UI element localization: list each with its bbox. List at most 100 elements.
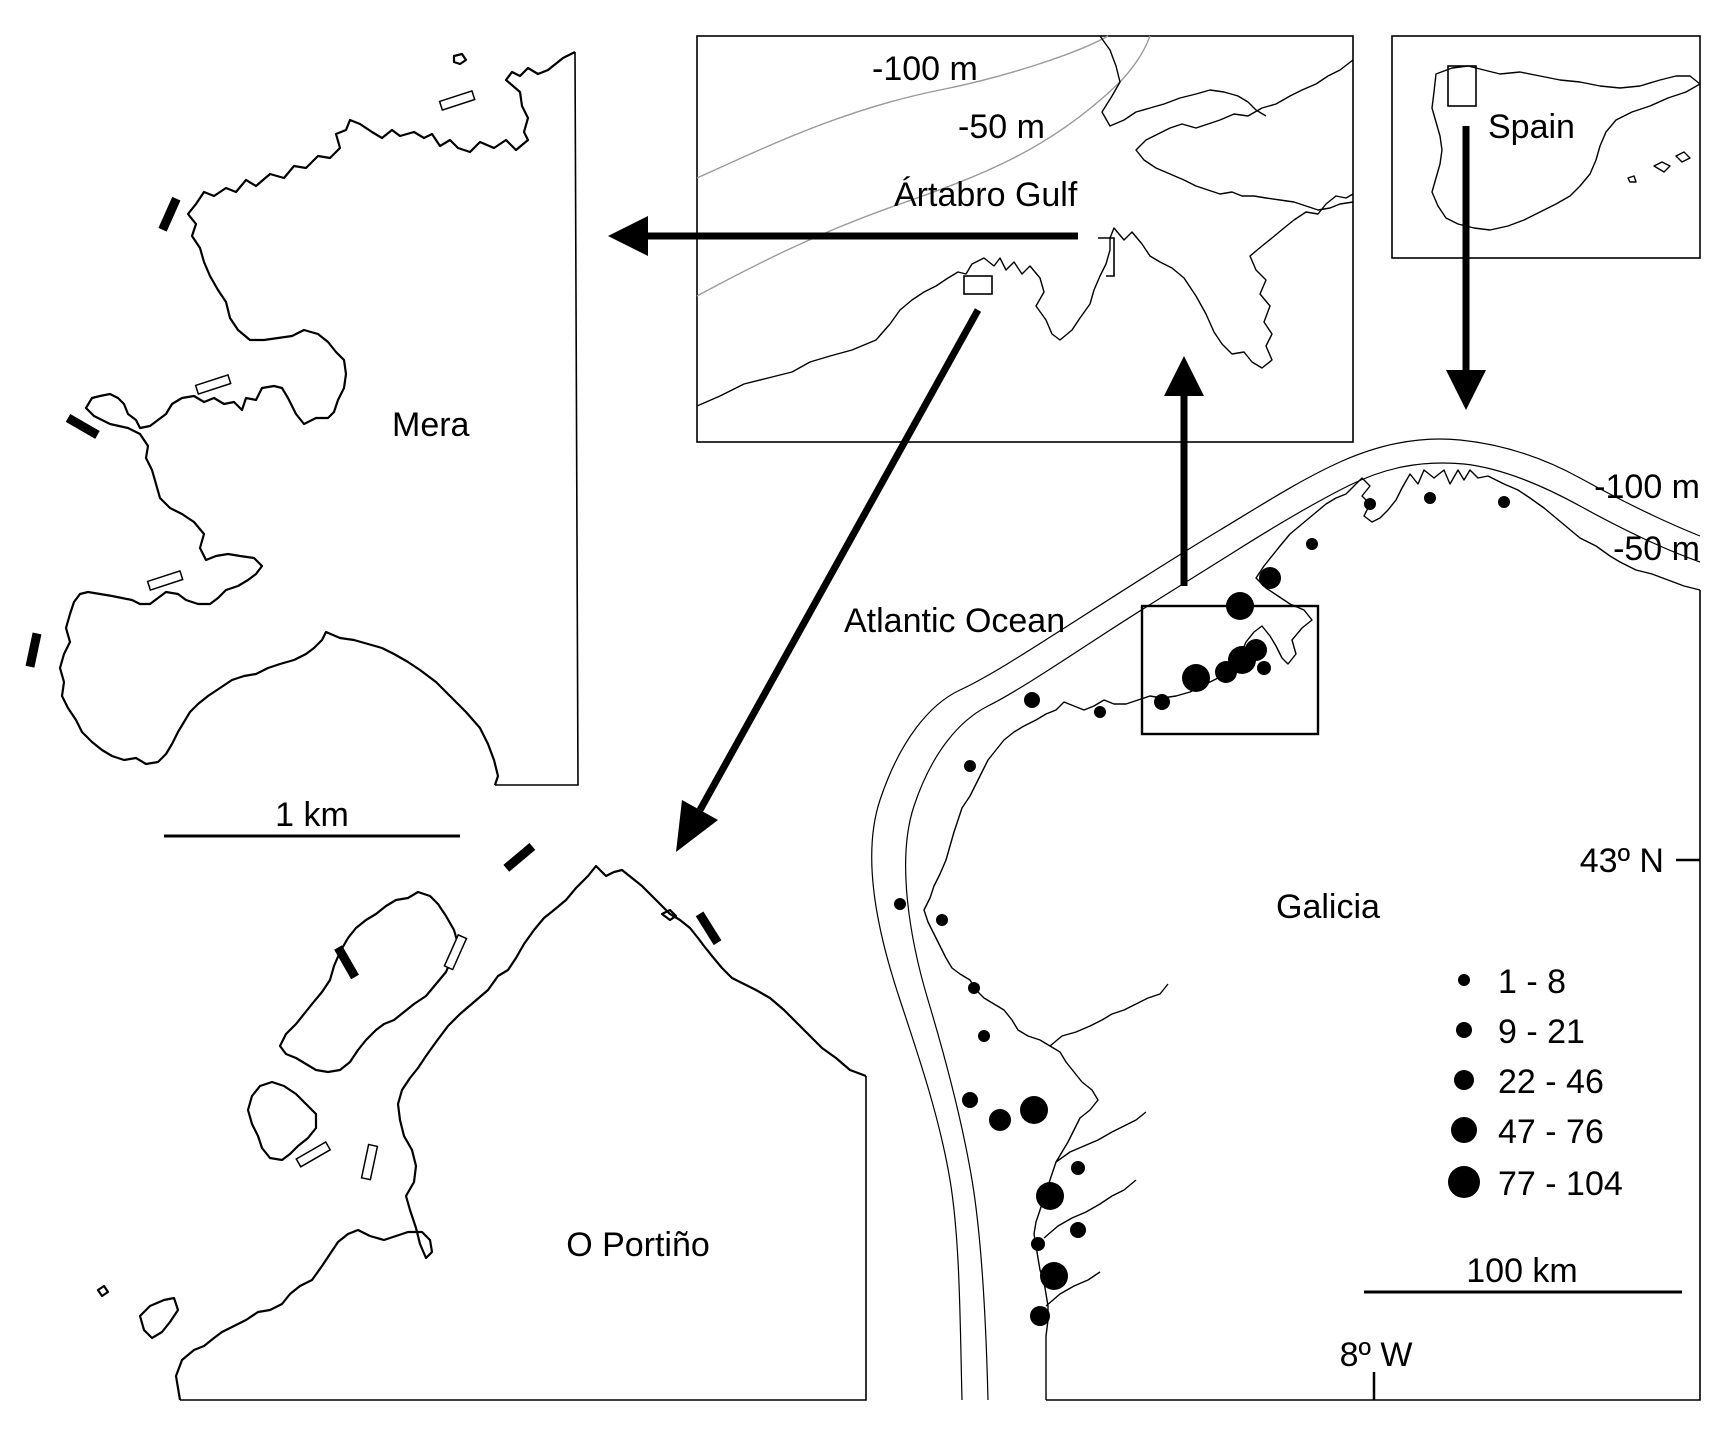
sample-dot: [989, 1109, 1011, 1131]
portino-islet: [138, 1296, 180, 1340]
sample-dot: [1024, 692, 1040, 708]
portino-islet: [96, 1284, 110, 1298]
legend-dot: [1448, 1166, 1480, 1198]
label-portino: O Portiño: [566, 1226, 710, 1264]
artabro-coastline: [696, 193, 1354, 407]
label-artabro-depth-50: -50 m: [958, 108, 1045, 146]
site-marker-white: [295, 1141, 332, 1168]
arrowhead: [608, 216, 648, 256]
galicia-isobath-100: [871, 438, 1701, 1401]
spain-inset-locator: [1447, 65, 1477, 107]
sample-dot: [1257, 661, 1271, 675]
legend: 1 - 8 9 - 21 22 - 46 47 - 76 77 - 104: [1448, 963, 1623, 1203]
site-marker-black: [25, 632, 42, 668]
balearic-islands: [1627, 151, 1691, 183]
mera-frame: [495, 51, 579, 786]
spain-inset: Spain: [1391, 35, 1701, 259]
galicia-isobath-50: [905, 462, 1701, 1401]
portino-coastline: [174, 864, 867, 1401]
portino-frame: [180, 1076, 867, 1401]
site-marker-black: [65, 414, 100, 439]
sample-dot: [1498, 496, 1510, 508]
sample-dot: [1071, 1161, 1085, 1175]
artabro-inset-locator: [1098, 237, 1115, 277]
legend-label: 77 - 104: [1498, 1165, 1623, 1203]
sample-dot: [1364, 498, 1376, 510]
sample-dot: [1259, 567, 1281, 589]
site-marker-white: [360, 1143, 379, 1181]
label-longitude: 8º W: [1340, 1336, 1413, 1374]
sample-dot: [1070, 1222, 1086, 1238]
galicia-ria: [1043, 1179, 1137, 1239]
galicia-ria: [1049, 983, 1169, 1047]
site-marker-black: [695, 911, 722, 946]
artabro-locator-box: [1140, 604, 1320, 736]
spain-frame: [1391, 35, 1701, 259]
site-marker-white: [443, 933, 468, 971]
site-marker-black: [158, 196, 181, 232]
galicia-frame: [1046, 590, 1701, 1401]
label-mera: Mera: [392, 406, 470, 444]
arrows: [608, 126, 1486, 852]
site-marker-black: [334, 945, 359, 980]
label-artabro-depth-100: -100 m: [872, 50, 978, 88]
legend-label: 1 - 8: [1498, 963, 1566, 1001]
label-atlantic-ocean: Atlantic Ocean: [844, 602, 1065, 640]
sample-dot: [1036, 1182, 1064, 1210]
artabro-inset-locator: [963, 275, 993, 295]
legend-label: 9 - 21: [1498, 1013, 1585, 1051]
artabro-coastline-north: [1135, 59, 1354, 211]
sample-dot: [964, 760, 976, 772]
sample-dot: [1182, 664, 1210, 692]
site-marker-black: [503, 843, 536, 872]
arrowhead: [676, 800, 718, 852]
legend-dot: [1458, 974, 1470, 986]
arrow-artabro-to-portino: [696, 308, 982, 812]
site-marker-white: [194, 373, 232, 395]
sample-dot: [1424, 492, 1436, 504]
sample-dot: [1306, 538, 1318, 550]
legend-dot: [1454, 1070, 1474, 1090]
legend-label: 22 - 46: [1498, 1063, 1604, 1101]
mera-islet: [452, 52, 468, 66]
sample-dot: [1154, 694, 1170, 710]
mera-panel: Mera: [25, 51, 579, 786]
galicia-panel: -100 m -50 m Atlantic Ocean Galicia 43º …: [844, 438, 1701, 1401]
legend-label: 47 - 76: [1498, 1113, 1604, 1151]
artabro-isobath-100: [696, 35, 1109, 179]
label-scale-100km: 100 km: [1466, 1252, 1578, 1290]
label-galicia-depth-100: -100 m: [1594, 468, 1700, 506]
label-scale-1km: 1 km: [275, 796, 349, 834]
arrowhead: [1446, 370, 1486, 410]
label-spain: Spain: [1488, 108, 1575, 146]
sample-dot: [1040, 1262, 1068, 1290]
sample-dot: [1094, 706, 1106, 718]
label-galicia: Galicia: [1276, 888, 1380, 926]
mera-coastline: [58, 51, 576, 786]
sample-dot: [1031, 1237, 1045, 1251]
sample-dot: [1020, 1096, 1048, 1124]
portino-islet: [246, 1080, 318, 1162]
sample-dot: [1030, 1306, 1050, 1326]
sample-dot: [936, 914, 948, 926]
galicia-ria: [1055, 1111, 1147, 1163]
scale-bar-1km: 1 km: [164, 796, 460, 838]
legend-dot: [1451, 1117, 1477, 1143]
artabro-coastline-upper: [1099, 35, 1267, 127]
artabro-inset: -100 m -50 m Ártabro Gulf: [696, 35, 1354, 443]
sample-dot: [962, 1092, 978, 1108]
portino-panel: O Portiño: [96, 843, 867, 1401]
arrowhead: [1164, 356, 1204, 396]
site-marker-white: [146, 569, 184, 591]
sample-dot: [1215, 661, 1237, 683]
sample-dot: [894, 898, 906, 910]
iberia-coastline: [1431, 65, 1701, 231]
site-marker-white: [438, 89, 476, 111]
portino-island: [278, 890, 460, 1074]
galicia-coastline: [923, 469, 1701, 1400]
sample-dot: [968, 982, 980, 994]
galicia-ria: [1045, 1271, 1101, 1307]
label-latitude: 43º N: [1580, 842, 1664, 880]
legend-dot: [1456, 1022, 1472, 1038]
